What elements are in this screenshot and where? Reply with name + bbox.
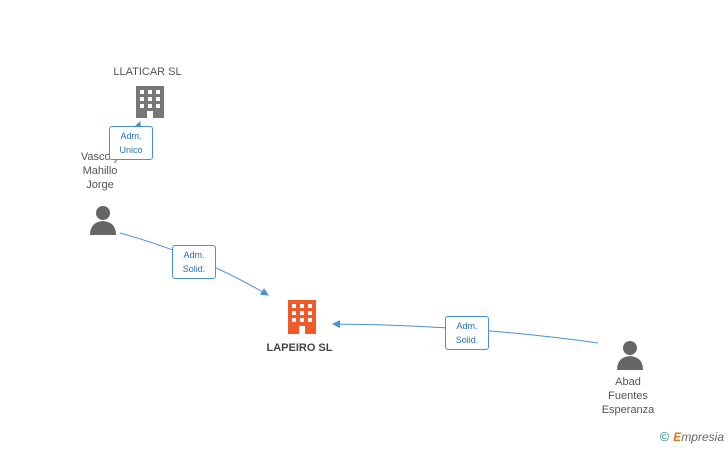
brand-logo: Empresia bbox=[673, 430, 724, 444]
brand-initial: E bbox=[673, 429, 682, 444]
building-icon-llaticar[interactable] bbox=[136, 86, 164, 118]
role-line-2: Unico bbox=[119, 145, 143, 155]
person-name-line-3: Jorge bbox=[86, 179, 114, 191]
edge-label-vasco-llaticar[interactable]: Adm. Unico bbox=[109, 126, 153, 160]
node-label-lapeiro[interactable]: LAPEIRO SL bbox=[252, 341, 347, 355]
brand-watermark: © Empresia bbox=[660, 429, 724, 444]
company-name-lapeiro: LAPEIRO SL bbox=[266, 342, 333, 354]
person-name-line-2: Mahillo bbox=[82, 165, 118, 177]
person-name-line-2: Fuentes bbox=[608, 390, 648, 402]
brand-name: mpresia bbox=[681, 429, 724, 444]
person-icon-vasco[interactable] bbox=[90, 206, 116, 235]
edge-label-vasco-lapeiro[interactable]: Adm. Solid. bbox=[172, 245, 216, 279]
person-name-line-3: Esperanza bbox=[601, 404, 655, 416]
role-line-2: Solid. bbox=[182, 264, 206, 274]
node-label-abad[interactable]: Abad Fuentes Esperanza bbox=[590, 375, 666, 417]
role-line-2: Solid. bbox=[455, 335, 479, 345]
role-line-1: Adm. bbox=[120, 131, 142, 141]
person-name-line-1: Abad bbox=[615, 376, 641, 388]
person-icon-abad[interactable] bbox=[617, 341, 643, 370]
company-name-llaticar: LLATICAR SL bbox=[113, 66, 182, 78]
edge-label-abad-lapeiro[interactable]: Adm. Solid. bbox=[445, 316, 489, 350]
role-line-1: Adm. bbox=[456, 321, 478, 331]
node-label-llaticar[interactable]: LLATICAR SL bbox=[100, 65, 195, 79]
building-icon-lapeiro[interactable] bbox=[288, 300, 316, 334]
role-line-1: Adm. bbox=[183, 250, 205, 260]
copyright-icon: © bbox=[659, 429, 670, 444]
